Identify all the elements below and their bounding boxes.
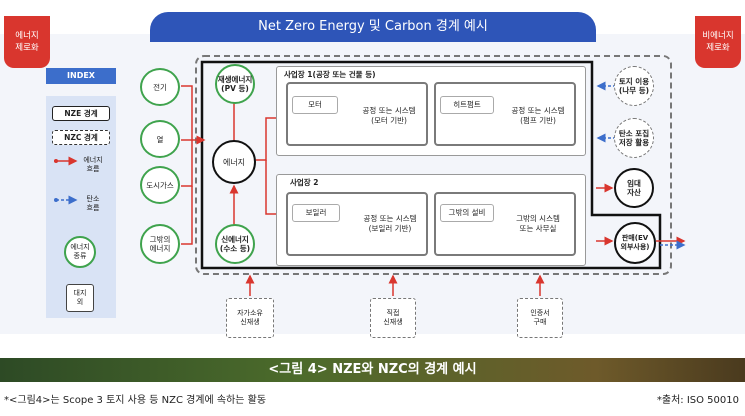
label-line: (수소 등) <box>219 244 251 253</box>
label-line: 직접 <box>386 309 400 317</box>
tag-line: 제로화 <box>706 43 730 53</box>
label-line: 인증서 <box>530 309 550 317</box>
nze-boundary <box>200 60 662 270</box>
label-line: 공정 또는 시스템 <box>362 106 416 115</box>
diagram-title: Net Zero Energy 및 Carbon 경계 예시 <box>258 19 488 34</box>
footnote-left: *<그림4>는 Scope 3 토지 사용 등 NZC 경계에 속하는 활동 <box>4 395 267 406</box>
heatpump-desc: 공정 또는 시스템(펌프 기반) <box>504 106 572 126</box>
label-line: (PV 등) <box>221 84 249 93</box>
label-line: 그밖의 시스템 <box>516 214 560 223</box>
source-city-gas: 도시가스 <box>140 166 180 204</box>
label-line: 공정 또는 시스템 <box>511 106 565 115</box>
label-line: 외부사용) <box>620 243 650 251</box>
label-line: 판매(EV <box>621 234 649 242</box>
renewable-energy-node: 재생에너지(PV 등) <box>215 64 255 104</box>
label-line: 자가소유 <box>237 309 263 317</box>
label-line: (모터 기반) <box>371 116 407 125</box>
site-2-title: 사업장 2 <box>290 178 319 187</box>
legend-index: INDEX <box>46 68 116 84</box>
site-1-title: 사업장 1(공장 또는 건물 등) <box>284 70 376 79</box>
legend-carbon-flow-label: 탄소 흐름 <box>76 195 110 213</box>
label-line: 저장 활용 <box>618 138 650 147</box>
new-energy-node: 신에너지(수소 등) <box>215 224 255 264</box>
land-use-node: 토지 이용(나무 등) <box>614 66 654 106</box>
label-line: 신에너지 <box>221 235 249 244</box>
motor-desc: 공정 또는 시스템(모터 기반) <box>356 106 422 126</box>
other-equipment-label: 그밖의 설비 <box>440 204 494 222</box>
energy-zero-tag: 에너지 제로화 <box>4 16 50 68</box>
boiler-desc: 공정 또는 시스템(보일러 기반) <box>356 214 424 234</box>
label-line: 신재생 <box>240 318 260 326</box>
site-1-card-heatpump <box>434 82 576 146</box>
label-line: 또는 사무실 <box>519 224 557 233</box>
label-line: (나무 등) <box>618 86 650 95</box>
header-band <box>150 12 596 42</box>
label-line: 토지 이용 <box>618 77 650 86</box>
label-line: 종류 <box>73 252 87 260</box>
label-line: 신재생 <box>383 318 403 326</box>
source-electricity: 전기 <box>140 68 180 106</box>
label-line: 구매 <box>533 318 547 326</box>
site-2-card-boiler <box>286 192 428 256</box>
figure-caption: <그림 4> NZE와 NZC의 경계 예시 <box>0 358 745 382</box>
label-line: (보일러 기반) <box>368 224 412 233</box>
label-line: 재생에너지 <box>217 75 253 84</box>
label-line: (펌프 기반) <box>520 116 556 125</box>
label-line: 흐름 <box>86 204 100 212</box>
legend-nze-boundary: NZE 경계 <box>52 106 110 121</box>
motor-label: 모터 <box>292 96 338 114</box>
label-line: 공정 또는 시스템 <box>363 214 417 223</box>
site-2-card-other <box>434 192 576 256</box>
tag-line: 에너지 <box>15 31 39 41</box>
boiler-label: 보일러 <box>292 204 340 222</box>
label-line: 자산 <box>627 188 641 197</box>
label-line: 에너지 <box>83 156 103 164</box>
label-line: 그밖의 <box>149 235 171 244</box>
heatpump-label: 히트펌트 <box>440 96 494 114</box>
tag-line: 제로화 <box>15 43 39 53</box>
legend-energy-flow-label: 에너지 흐름 <box>76 156 110 174</box>
legend-nzc-boundary: NZC 경계 <box>52 130 110 145</box>
label-line: 임대 <box>627 179 641 188</box>
tag-line: 비에너지 <box>702 31 734 41</box>
label-line: 대지 <box>73 289 87 297</box>
label-line: 탄소 <box>86 195 100 203</box>
label-line: 외 <box>76 298 84 306</box>
label-line: 흐름 <box>86 165 100 173</box>
label-line: 에너지 <box>70 243 90 251</box>
energy-hub-node: 에너지 <box>212 140 256 184</box>
nzc-boundary <box>195 55 672 275</box>
label-line: 탄소 포집 <box>618 129 650 138</box>
site-1-card-motor <box>286 82 428 146</box>
label-line: 에너지 <box>149 244 171 253</box>
footnote-source: *출처: ISO 50010 <box>656 395 739 406</box>
source-heat: 열 <box>140 120 180 158</box>
non-energy-zero-tag: 비에너지 제로화 <box>695 16 741 68</box>
